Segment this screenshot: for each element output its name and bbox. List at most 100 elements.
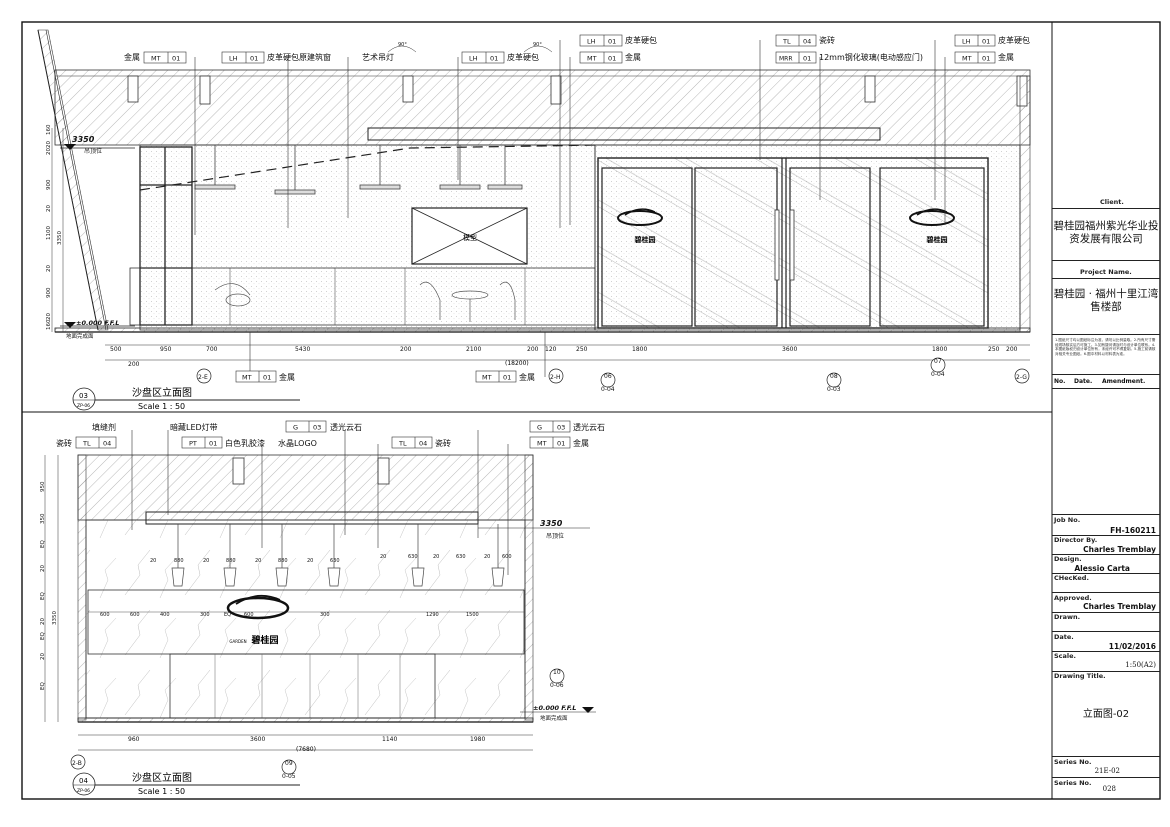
svg-text:0-04: 0-04 xyxy=(601,386,615,393)
svg-text:01: 01 xyxy=(608,55,616,63)
dimension-label: 3600 xyxy=(250,736,265,743)
level-floor: ±0.000 F.F.L xyxy=(76,319,119,327)
series-label: Series No. xyxy=(1054,758,1092,766)
svg-text:04: 04 xyxy=(419,440,427,448)
dimension-label: 160 xyxy=(46,124,52,135)
dimension-label: 200 xyxy=(128,361,140,368)
dimension-label: 20 xyxy=(46,313,52,320)
callout-filler: 填缝剂 xyxy=(92,422,116,432)
callout-led: 暗藏LED灯带 xyxy=(170,422,218,432)
dimension-label: 3350 xyxy=(52,611,58,625)
amend-no: No. xyxy=(1054,378,1066,385)
project-label: Project Name. xyxy=(1080,268,1132,276)
svg-text:03: 03 xyxy=(79,392,88,400)
design-label: Design. xyxy=(1054,555,1082,563)
svg-text:地面完成面: 地面完成面 xyxy=(540,714,568,722)
callout-leather-window: 皮革硬包原建筑窗 xyxy=(267,52,331,62)
svg-text:01: 01 xyxy=(209,440,217,448)
dimension-label: 950 xyxy=(160,346,172,353)
dimension-label: 960 xyxy=(128,736,140,743)
svg-text:0-03: 0-03 xyxy=(827,386,841,393)
dimension-label: 600 xyxy=(244,612,254,618)
dimension-label: 5430 xyxy=(295,346,310,353)
series-no: 21E-02 xyxy=(1094,767,1120,775)
svg-text:10: 10 xyxy=(553,669,561,676)
dimension-label: EQ xyxy=(40,682,46,690)
callout-white-paint: 白色乳胶漆 xyxy=(225,438,265,448)
approved-label: Approved. xyxy=(1054,594,1092,602)
dimension-label: 20 xyxy=(40,618,46,625)
svg-text:TL: TL xyxy=(398,440,407,448)
dimension-label: 2100 xyxy=(466,346,481,353)
dimension-label: 500 xyxy=(110,346,122,353)
svg-text:01: 01 xyxy=(982,55,990,63)
svg-text:TL: TL xyxy=(782,38,791,46)
dimension-label: 1100 xyxy=(46,226,52,240)
svg-text:09: 09 xyxy=(285,760,293,767)
svg-text:04: 04 xyxy=(803,38,811,46)
dimension-label: 160 xyxy=(46,319,52,330)
svg-text:2-E: 2-E xyxy=(198,374,208,381)
callout-onyx-2: 透光云石 xyxy=(573,422,605,432)
drawing-title: 立面图-02 xyxy=(1082,709,1130,720)
dimension-label: 120 xyxy=(545,346,557,353)
svg-text:ZP-06: ZP-06 xyxy=(77,788,90,794)
scale-label: Scale. xyxy=(1054,652,1077,660)
level-floor-lower: ±0.000 F.F.L xyxy=(533,704,576,712)
svg-text:01: 01 xyxy=(250,55,258,63)
svg-text:01: 01 xyxy=(263,374,271,382)
callout-leather-2: 皮革硬包 xyxy=(625,35,657,45)
svg-text:0-06: 0-06 xyxy=(550,682,564,689)
callout-crystal-logo: 水晶LOGO xyxy=(278,438,317,448)
dimension-label: 20 xyxy=(203,558,209,564)
svg-text:MT: MT xyxy=(962,55,972,63)
amend-date: Date. xyxy=(1074,378,1093,385)
dimension-label: 600 xyxy=(100,612,110,618)
dimension-label: 3600 xyxy=(782,346,797,353)
client-label: Client. xyxy=(1100,198,1124,206)
svg-text:03: 03 xyxy=(557,424,565,432)
dimension-label: 950 xyxy=(40,481,46,492)
view-scale-03: Scale 1 : 50 xyxy=(138,402,185,411)
job-label: Job No. xyxy=(1054,516,1081,524)
dimension-label: EQ xyxy=(40,632,46,640)
level-ceiling-lower: 3350 xyxy=(540,519,563,528)
svg-text:06: 06 xyxy=(604,373,612,380)
director-label: Director By. xyxy=(1054,536,1098,544)
dimension-label: 300 xyxy=(320,612,330,618)
svg-text:MT: MT xyxy=(537,440,547,448)
svg-text:碧桂园: 碧桂园 xyxy=(926,235,948,244)
dimension-label: 1980 xyxy=(470,736,485,743)
dimension-label: EQ xyxy=(40,592,46,600)
designer: Alessio Carta xyxy=(1074,564,1130,573)
svg-text:04: 04 xyxy=(103,440,111,448)
job-no: FH-160211 xyxy=(1110,526,1156,535)
callout-metal-2: 金属 xyxy=(625,52,641,62)
dimension-label: 20 xyxy=(150,558,156,564)
callout-metal-3: 金属 xyxy=(998,52,1014,62)
svg-text:01: 01 xyxy=(803,55,811,63)
dimension-label: 350 xyxy=(40,513,46,524)
dimension-label: 250 xyxy=(988,346,1000,353)
svg-text:01: 01 xyxy=(172,55,180,63)
svg-text:PT: PT xyxy=(189,440,197,448)
client-name: 碧桂园福州紫光华业投资发展有限公司 xyxy=(1053,220,1159,245)
general-notes: 1.图纸尺寸均以图纸标注为准，请勿以比例量取。2.所有尺寸需经现场核实后方可施工… xyxy=(1055,338,1156,356)
drawn-label: Drawn. xyxy=(1054,613,1081,621)
dimension-label: EQ xyxy=(224,612,231,618)
svg-text:MT: MT xyxy=(151,55,161,63)
drawing-date: 11/02/2016 xyxy=(1108,642,1156,651)
dimension-label: 20 xyxy=(255,558,261,564)
callout-metal: 金属 xyxy=(124,52,140,62)
dimension-label: 20 xyxy=(46,141,52,148)
svg-text:0-04: 0-04 xyxy=(931,371,945,378)
svg-text:LH: LH xyxy=(229,55,238,63)
director: Charles Tremblay xyxy=(1083,545,1156,554)
dimension-label: 630 xyxy=(330,558,340,564)
dimension-label: 20 xyxy=(46,265,52,272)
project-name: 碧桂园 · 福州十里江湾售楼部 xyxy=(1053,288,1159,313)
drawing-scale: 1:50(A2) xyxy=(1125,661,1156,669)
svg-text:GARDEN: GARDEN xyxy=(229,639,246,644)
callout-metal-l: 金属 xyxy=(573,438,589,448)
